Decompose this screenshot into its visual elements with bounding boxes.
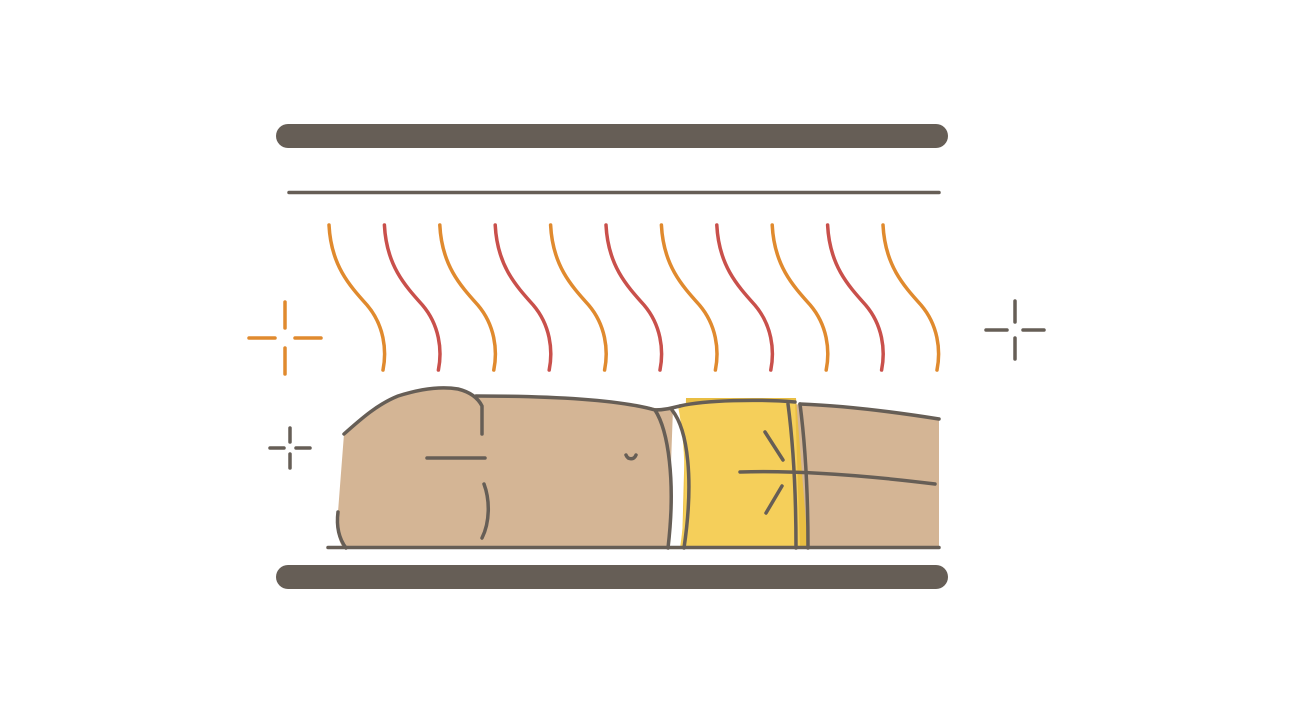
sparkle-left-large-icon [247,300,323,376]
heat-wave [382,223,442,372]
shorts-hem-1 [786,402,798,550]
sparkle-left-small-icon [268,426,312,470]
chamber-top-bar [276,124,948,148]
heat-wave [881,223,941,372]
heat-wave [604,223,664,372]
heat-wave [715,223,775,372]
shorts-hem-2 [798,402,810,550]
waist-line-1 [653,408,673,550]
heat-wave [548,223,608,372]
person-figure [335,386,941,550]
heat-wave [327,223,387,372]
back-outline [474,394,682,412]
arm-line-lower [480,482,490,540]
leg-top-outline [798,402,941,421]
shorts-fold-upper [763,430,785,462]
waist-line-2 [670,408,691,550]
shorts-fold-lower [764,484,784,515]
person-shorts [678,399,800,548]
heat-wave [825,223,885,372]
sparkle-right-icon [984,299,1046,361]
person-torso [336,387,673,548]
heat-wave [493,223,553,372]
heat-waves [327,223,941,372]
heat-wave [438,223,498,372]
chamber-bottom-bar [276,565,948,589]
heat-wave [659,223,719,372]
sparkles [247,299,1046,470]
heat-wave [770,223,830,372]
navel [624,453,638,461]
leg-divider [738,469,937,486]
shorts-top-outline [678,398,797,408]
